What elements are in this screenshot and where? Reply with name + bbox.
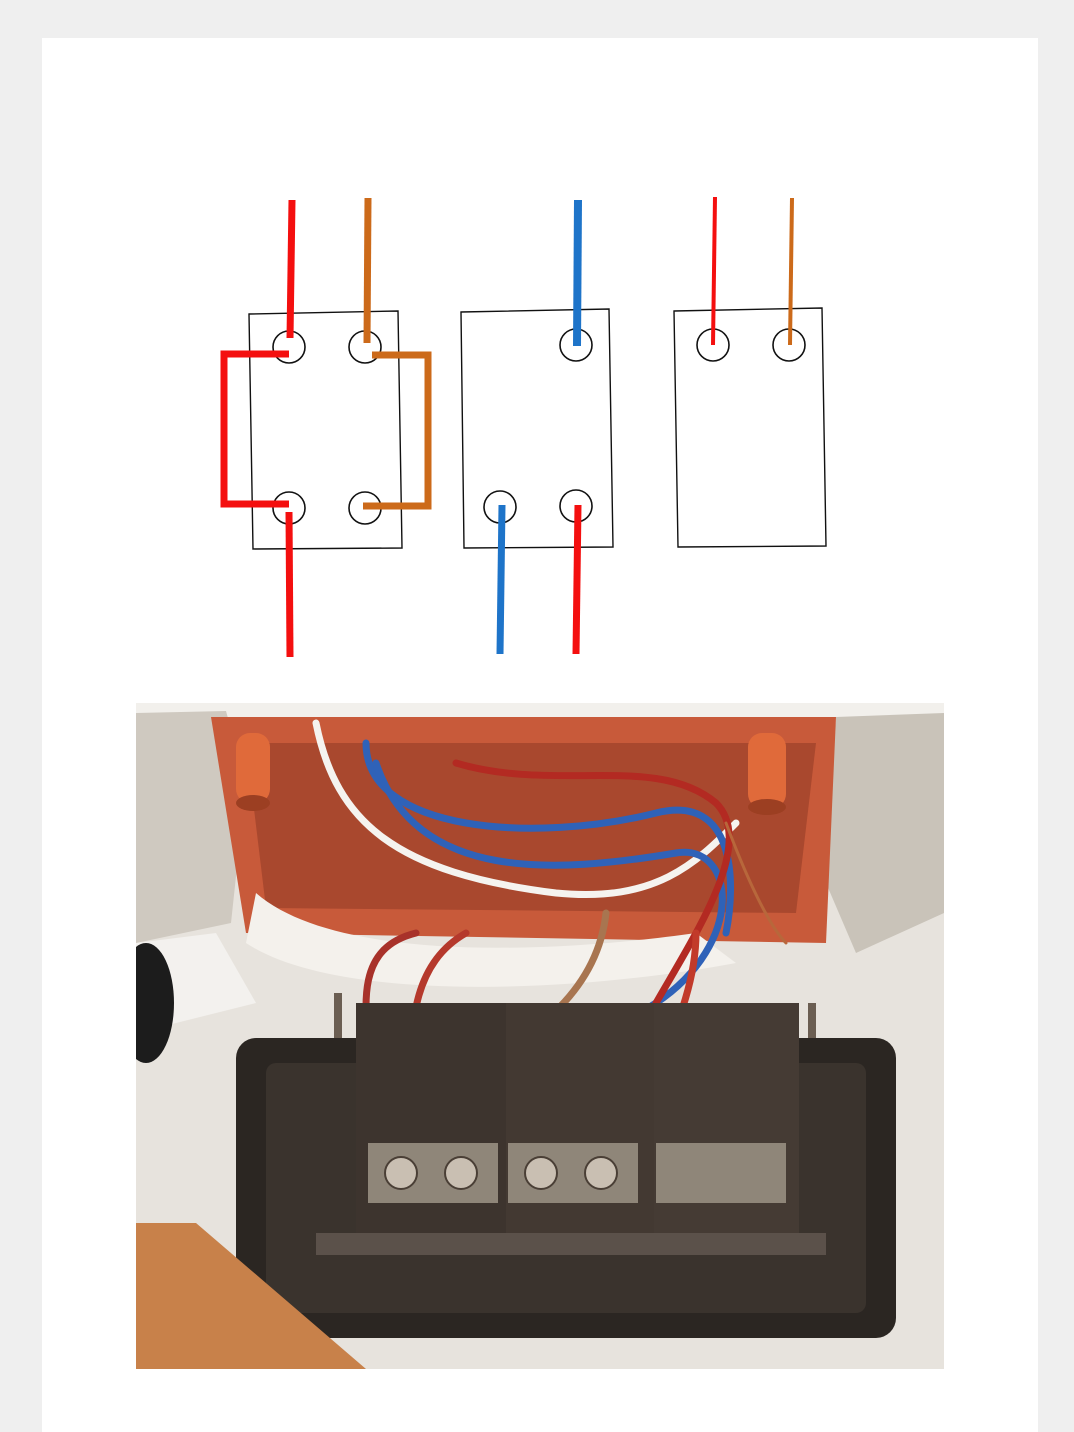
module-outline bbox=[460, 308, 614, 549]
switch-module-middle bbox=[460, 199, 614, 655]
screw-terminal bbox=[444, 1156, 478, 1190]
red-wire-in bbox=[711, 196, 717, 346]
wiring-diagram bbox=[220, 196, 827, 658]
switch-wiring-photo bbox=[136, 703, 944, 1369]
blue-wire-a bbox=[362, 739, 735, 937]
screw-terminal bbox=[384, 1156, 418, 1190]
red-wire-out bbox=[572, 504, 582, 655]
conduit-left bbox=[236, 733, 270, 803]
red-wire-in bbox=[286, 199, 296, 339]
blue-wire-out bbox=[496, 504, 506, 655]
switch-module-left bbox=[220, 197, 432, 658]
conduit-right bbox=[748, 733, 786, 808]
screw-terminal bbox=[524, 1156, 558, 1190]
module-outline bbox=[248, 310, 403, 550]
red-jumper-wire bbox=[220, 350, 289, 508]
switch-module-right bbox=[673, 196, 827, 548]
photo-illustration bbox=[136, 703, 944, 1369]
screw-terminal bbox=[584, 1156, 618, 1190]
orange-wire-in bbox=[363, 197, 372, 344]
orange-jumper-wire bbox=[363, 351, 432, 510]
white-wire bbox=[312, 719, 740, 898]
blue-wire-in bbox=[573, 199, 582, 347]
red-wire-out bbox=[285, 511, 294, 658]
brown-wire-thin bbox=[724, 821, 788, 945]
orange-wire-in bbox=[788, 197, 794, 346]
module-outline bbox=[673, 307, 827, 548]
